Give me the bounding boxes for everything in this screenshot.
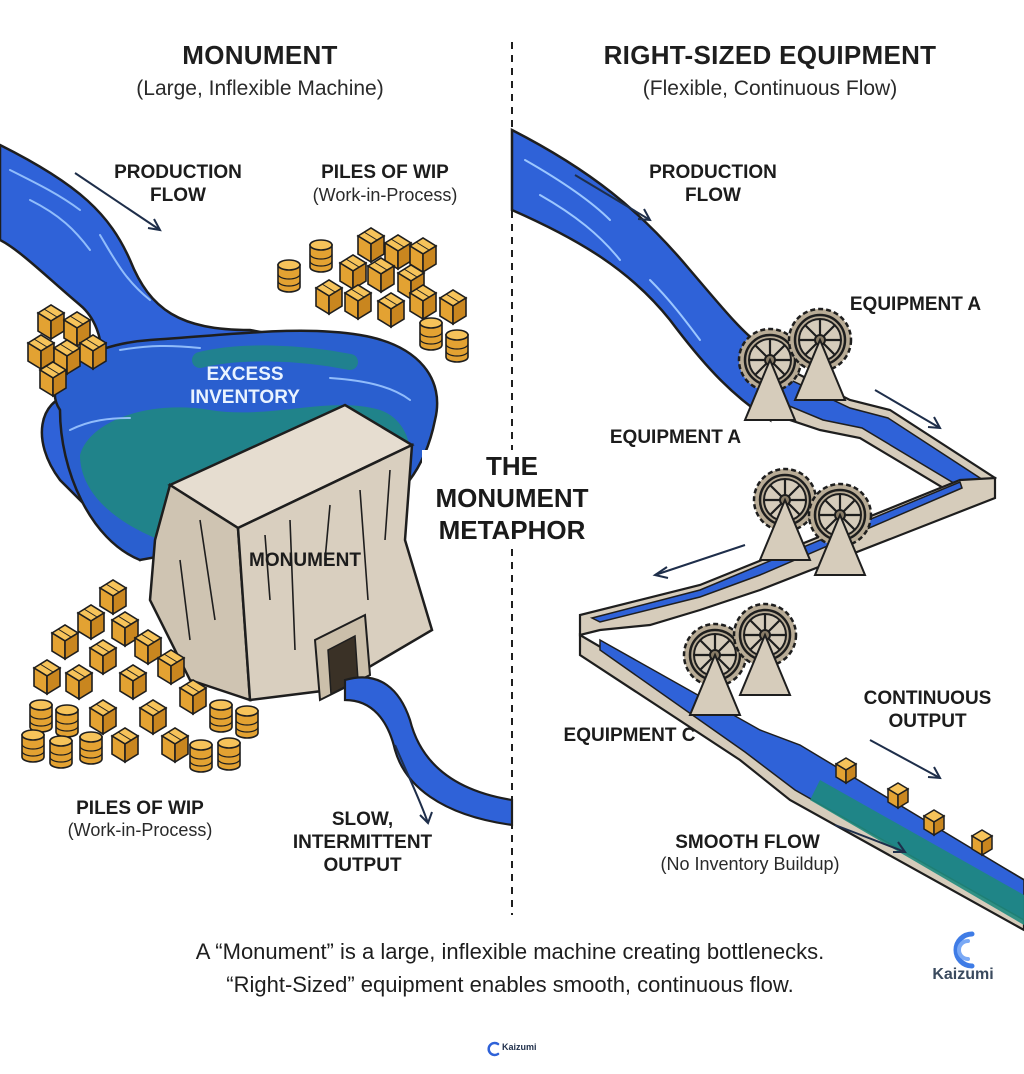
flow-arrows-left — [74, 172, 433, 825]
right-sized-subtitle: (Flexible, Continuous Flow) — [642, 77, 898, 100]
equipment-a-top-label: EQUIPMENT A — [849, 294, 982, 315]
equipment-c-wheels — [682, 602, 798, 716]
kaizumi-logo-icon — [953, 931, 975, 969]
intermittent-output-stream — [343, 676, 514, 827]
caption-line-2: “Right-Sized” equipment enables smooth, … — [226, 972, 794, 997]
brand-name: Kaizumi — [932, 966, 994, 983]
wip-bottom-title: PILES OF WIP — [76, 798, 204, 819]
equipment-c-label: EQUIPMENT C — [563, 725, 696, 746]
equipment-a-wheels — [737, 307, 853, 421]
wip-bottom-sub: (Work-in-Process) — [67, 820, 213, 840]
caption: A “Monument” is a large, inflexible mach… — [80, 935, 940, 1001]
equipment-b-wheels — [752, 467, 873, 576]
right-sized-title: RIGHT-SIZED EQUIPMENT — [603, 40, 937, 70]
monument-title: MONUMENT — [182, 40, 338, 70]
monument-subtitle: (Large, Inflexible Machine) — [136, 77, 384, 100]
footer-brand: Kaizumi — [502, 1042, 537, 1052]
monument-block — [148, 403, 434, 702]
footer-logo-icon — [487, 1041, 500, 1057]
wip-top-sub: (Work-in-Process) — [312, 185, 458, 205]
monument-label: MONUMENT — [249, 550, 361, 571]
flow-arrows-right — [574, 174, 942, 853]
wip-top-title: PILES OF WIP — [321, 162, 449, 183]
smooth-flow-title: SMOOTH FLOW — [675, 832, 820, 853]
equipment-a-left-label: EQUIPMENT A — [609, 427, 742, 448]
smooth-flow-sub: (No Inventory Buildup) — [660, 854, 840, 874]
caption-line-1: A “Monument” is a large, inflexible mach… — [195, 939, 825, 964]
